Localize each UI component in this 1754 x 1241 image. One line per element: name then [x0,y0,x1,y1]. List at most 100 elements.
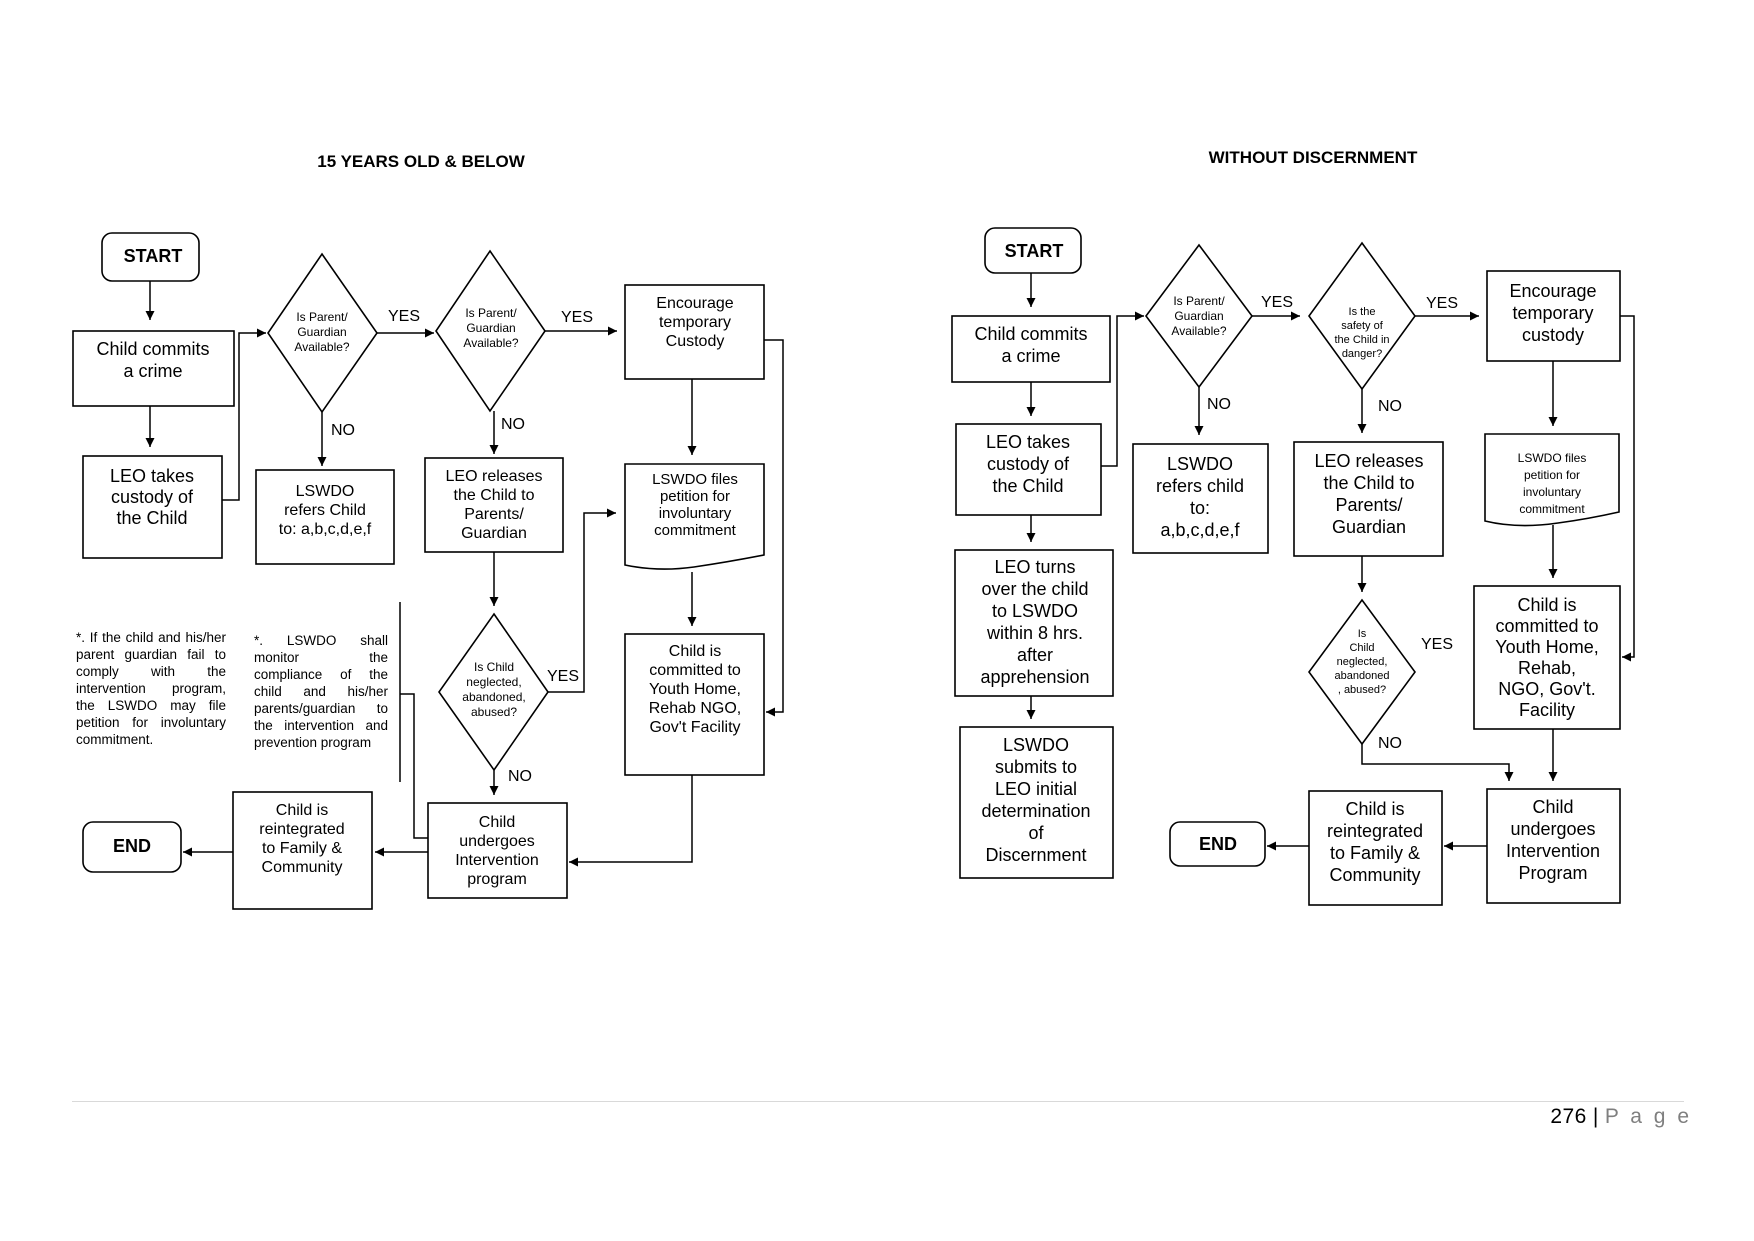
left-releases-line-2: the Child to [454,487,535,504]
page-word: P a g e [1604,1105,1692,1128]
right-end-terminal [1169,821,1266,867]
left-releases-line-1: LEO releases [446,468,543,485]
left-releases-box [424,457,564,553]
left-yes-1: YES [388,308,420,325]
right-d-parent-line-3: Available? [1171,324,1226,338]
right-flowchart: WITHOUT DISCERNMENT [951,148,1635,906]
footer-divider [72,1101,1684,1102]
right-submits-line-2: submits to [995,757,1077,777]
left-start-label: START [124,246,183,266]
right-yes-3: YES [1421,636,1453,653]
left-d2-line-3: Available? [463,336,518,350]
left-undergoes-line-2: undergoes [459,833,535,850]
left-yes-3: YES [547,668,579,685]
right-undergoes-line-2: undergoes [1510,819,1595,839]
right-turns-line-6: apprehension [980,667,1089,687]
left-end-label: END [113,836,151,856]
right-d-safety-line-3: the Child in [1334,334,1389,346]
right-connectors [1026,273,1635,851]
right-arrow-custody-to-decision [1101,311,1144,467]
left-reintegrated-line-3: to Family & [262,840,342,857]
right-turns-line-4: within 8 hrs. [986,623,1083,643]
right-arrow-neglect-no-to-undergoes [1361,744,1514,781]
left-encourage-line-3: Custody [666,333,725,350]
right-arrow-encourage-to-committed [1620,315,1635,662]
right-submits-line-6: Discernment [985,845,1086,865]
left-refers-line-2: refers Child [284,502,366,519]
right-submits-box [959,726,1114,879]
left-petition-document [624,463,765,570]
right-committed-line-4: Rehab, [1518,658,1576,678]
right-start-label: START [1005,241,1064,261]
right-d-parent-line-2: Guardian [1174,309,1223,323]
left-no-2: NO [501,416,525,433]
left-refers-line-3: to: a,b,c,d,e,f [279,521,372,538]
right-custody-line-3: the Child [992,476,1063,496]
left-releases-line-4: Guardian [461,525,527,542]
right-custody-line-2: custody of [987,454,1070,474]
left-monitor-connector [400,693,428,839]
left-undergoes-line-1: Child [479,814,515,831]
right-no-2: NO [1378,398,1402,415]
right-encourage-box [1486,270,1621,362]
right-files-line-4: commitment [1519,502,1585,516]
right-title: WITHOUT DISCERNMENT [1209,148,1418,167]
right-encourage-line-1: Encourage [1509,281,1596,301]
left-arrow-encourage-to-committed [764,339,784,717]
right-submits-line-4: determination [981,801,1090,821]
left-arrow-committed-to-undergoes [569,775,693,867]
left-reintegrated-line-2: reintegrated [259,821,344,838]
left-neglect-line-4: abused? [471,705,517,719]
left-encourage-box [624,284,765,380]
right-refers-box [1132,443,1269,554]
left-committed-line-5: Gov't Facility [649,719,740,736]
right-no-1: NO [1207,396,1231,413]
right-d-neglect-line-5: , abused? [1338,684,1386,696]
right-d-safety-line-4: danger? [1342,348,1382,360]
right-undergoes-line-4: Program [1518,863,1587,883]
right-d-neglect-line-3: neglected, [1337,656,1388,668]
left-child-commits-box [72,330,235,407]
right-releases-line-1: LEO releases [1314,451,1423,471]
page-number-value: 276 [1550,1105,1587,1128]
right-refers-line-3: to: [1190,498,1210,518]
left-neglect-line-1: Is Child [474,660,514,674]
right-turns-line-2: over the child [981,579,1088,599]
right-committed-line-5: NGO, Gov't. [1498,679,1595,699]
right-leo-custody-box [955,423,1102,516]
left-undergoes-line-3: Intervention [455,852,539,869]
right-d-neglect-line-1: Is [1358,628,1367,640]
right-releases-line-2: the Child to [1323,473,1414,493]
left-leo-custody-box [82,455,223,559]
left-neglect-line-3: abandoned, [462,690,525,704]
right-releases-line-3: Parents/ [1335,495,1402,515]
page-number-separator: | [1592,1105,1599,1128]
left-commit-line-2: a crime [123,361,182,381]
left-undergoes-line-4: program [467,871,527,888]
left-end-terminal [82,821,182,873]
right-releases-box [1293,441,1444,557]
left-reintegrated-line-4: Community [262,859,343,876]
left-custody-line-2: custody of [111,487,194,507]
left-committed-line-3: Youth Home, [649,681,741,698]
right-reintegrated-line-1: Child is [1345,799,1404,819]
right-submits-line-3: LEO initial [995,779,1077,799]
right-committed-box [1473,585,1621,730]
page-number: 276|P a g e [1550,1105,1692,1129]
right-yes-1: YES [1261,294,1293,311]
right-d-safety-line-1: Is the [1349,306,1376,318]
right-refers-line-2: refers child [1156,476,1244,496]
left-encourage-line-2: temporary [659,314,731,331]
left-committed-line-2: committed to [649,662,741,679]
right-reintegrated-line-4: Community [1329,865,1420,885]
left-encourage-line-1: Encourage [656,295,733,312]
left-no-3: NO [508,768,532,785]
right-files-line-3: involuntary [1523,485,1581,499]
right-commit-line-1: Child commits [974,324,1087,344]
right-d-safety-line-2: safety of [1341,320,1384,332]
right-files-line-2: petition for [1524,468,1580,482]
left-refers-line-1: LSWDO [296,483,355,500]
right-reintegrated-line-2: reintegrated [1327,821,1423,841]
left-commit-line-1: Child commits [96,339,209,359]
left-refers-box [255,469,395,565]
